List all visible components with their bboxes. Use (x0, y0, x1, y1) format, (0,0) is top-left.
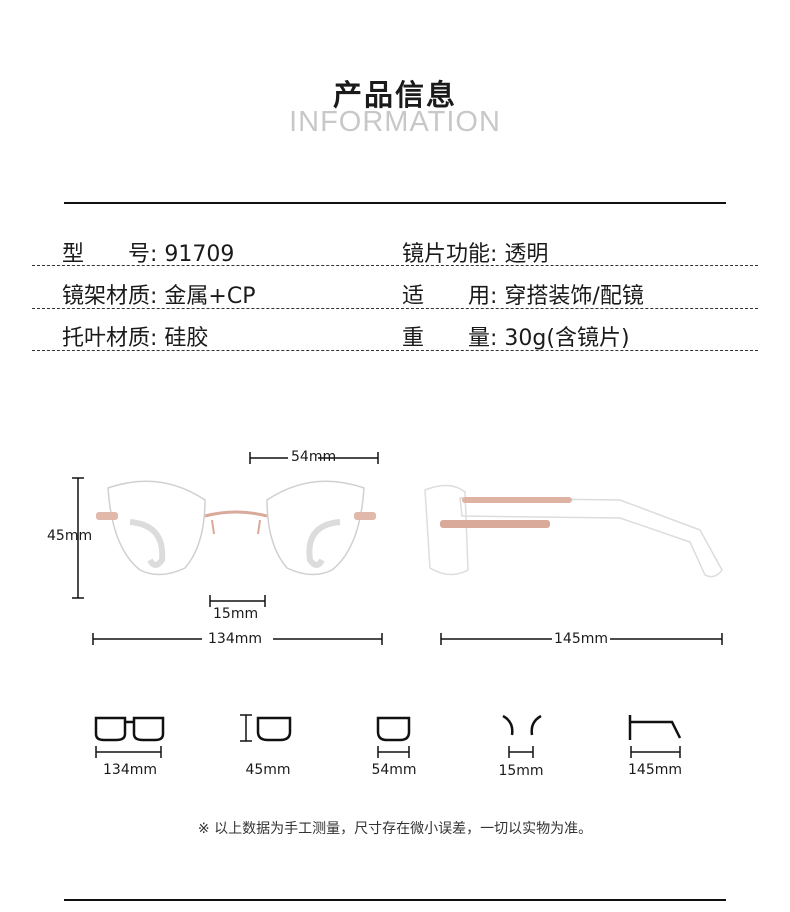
page-subtitle: INFORMATION (289, 106, 501, 138)
temple-length-dimension (440, 633, 723, 645)
row-divider (32, 265, 758, 266)
spec-value: 91709 (164, 242, 235, 267)
spec-value: 金属+CP (164, 284, 256, 309)
lens-height-label: 45mm (47, 528, 93, 544)
spec-lens-function: 镜片功能: 透明 (402, 236, 548, 268)
icon-caption: 45mm (245, 762, 291, 778)
lens-height-icon (240, 714, 292, 742)
spec-weight: 重 量: 30g(含镜片) (402, 320, 630, 352)
spec-label: 镜架材质: (62, 284, 158, 309)
page-title: 产品信息 (332, 78, 457, 112)
bottom-divider (64, 899, 726, 901)
icon-caption: 15mm (498, 763, 544, 779)
spec-label: 适 用: (402, 284, 498, 309)
icon-caption: 54mm (371, 762, 417, 778)
frame-width-icon (94, 716, 165, 758)
spec-value: 硅胶 (164, 326, 209, 351)
glasses-diagram (72, 452, 723, 645)
spec-frame-material: 镜架材质: 金属+CP (62, 278, 255, 310)
frame-width-dimension (92, 633, 383, 645)
spec-pad-material: 托叶材质: 硅胶 (62, 320, 208, 352)
front-view-glasses (96, 480, 376, 576)
spec-value: 穿搭装饰/配镜 (504, 284, 644, 309)
spec-usage: 适 用: 穿搭装饰/配镜 (402, 278, 644, 310)
spec-model: 型 号: 91709 (62, 236, 234, 268)
spec-label: 重 量: (402, 326, 498, 351)
disclaimer-note: ※ 以上数据为手工测量，尺寸存在微小误差，一切以实物为准。 (197, 821, 593, 837)
top-divider (64, 202, 726, 204)
row-divider (32, 350, 758, 351)
icon-caption: 145mm (628, 762, 682, 778)
bridge-dimension (209, 595, 266, 607)
spec-value: 透明 (504, 242, 549, 267)
lens-width-dimension (249, 452, 379, 464)
lens-height-dimension (72, 477, 84, 599)
temple-icon (628, 715, 682, 758)
lens-width-icon (376, 716, 411, 758)
side-view-glasses (424, 484, 723, 578)
spec-value: 30g(含镜片) (504, 326, 630, 351)
spec-label: 镜片功能: (402, 242, 498, 267)
lens-width-label: 54mm (291, 449, 337, 465)
icon-row (94, 714, 682, 758)
frame-width-label: 134mm (208, 631, 262, 647)
bridge-icon (502, 714, 542, 758)
icon-caption: 134mm (103, 762, 157, 778)
spec-label: 型 号: (62, 242, 158, 267)
spec-label: 托叶材质: (62, 326, 158, 351)
bridge-label: 15mm (213, 606, 259, 622)
temple-length-label: 145mm (554, 631, 608, 647)
row-divider (32, 308, 758, 309)
